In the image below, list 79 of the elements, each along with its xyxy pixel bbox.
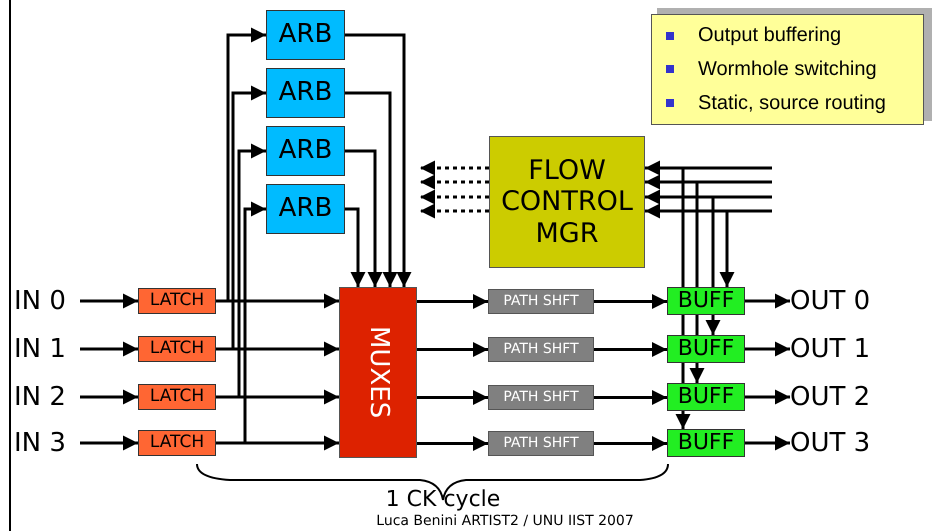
block-label: LATCH [150,291,204,311]
block-label: PATH SHFT [503,435,579,452]
arrow [417,342,488,357]
arrow [80,294,138,308]
path-shift-block [488,385,594,410]
port-label: OUT 3 [790,427,890,459]
timing-label: 1 CK cycle [386,487,500,512]
latch-block [138,384,216,410]
port-label: OUT 1 [790,333,890,365]
port-label: IN 0 [14,285,80,317]
dotted-arrow [420,160,489,176]
path-shift-block [488,289,594,314]
note-panel [651,14,924,125]
dotted-arrow [420,204,489,218]
arrow [345,34,412,287]
buffer-block [667,335,745,363]
list-item-text: Static, source routing [698,92,886,115]
port-label: IN 1 [14,333,80,365]
dotted-arrow [420,190,489,204]
arrow [417,390,488,405]
block-label: PATH SHFT [503,341,579,358]
arrow [594,390,667,405]
arbiter-block [266,10,345,60]
arrow [216,86,266,350]
port-label: IN 2 [14,381,80,413]
port-label: OUT 0 [790,285,890,317]
arrow [745,342,790,356]
block-label: ARB [278,136,332,166]
list-item-text: Output buffering [698,24,842,48]
arrow [745,294,790,308]
arrow [594,342,667,357]
latch-block [138,288,216,314]
arrow [417,294,488,309]
arrow [216,144,266,398]
arrow [417,436,488,451]
arrow [745,390,790,404]
arrow [216,202,266,444]
arrow [745,436,790,450]
path-shift-block [488,431,594,456]
arrow [345,208,366,287]
arbiter-block [266,126,345,176]
block-label: LATCH [150,433,204,453]
block-label: ARB [278,194,332,224]
footer-text: Luca Benini ARTIST2 / UNU IIST 2007 [376,513,634,529]
block-label: ARB [278,78,332,108]
arrow [345,150,382,287]
block-label: BUFF [678,336,734,362]
arrow [720,210,772,287]
path-shift-block [488,337,594,362]
arrow [80,342,138,356]
block-label: BUFF [678,384,734,410]
list-item-text: Wormhole switching [698,58,877,81]
latch-block [138,430,216,456]
buffer-block [667,429,745,457]
block-label: ARB [278,20,332,50]
port-label: OUT 2 [790,381,890,413]
block-label: BUFF [678,288,734,314]
block-label: BUFF [678,430,734,456]
arrow [345,92,398,287]
arrow [80,436,138,450]
block-label: LATCH [150,387,204,407]
arbiter-block [266,68,345,118]
block-label: FLOW CONTROL MGR [500,155,634,249]
buffer-block [667,287,745,315]
block-label: PATH SHFT [503,293,579,310]
flow-control-block [489,136,645,268]
block-label: LATCH [150,339,204,359]
arrow [594,436,667,451]
block-label: PATH SHFT [503,389,579,406]
block-label: MUXES [363,326,393,419]
port-label: IN 3 [14,427,80,459]
arrow [216,28,266,302]
dotted-arrow [420,174,489,190]
buffer-block [667,383,745,411]
arbiter-block [266,184,345,234]
arrow [80,390,138,404]
mux-block [339,287,417,458]
arrow [594,294,667,309]
latch-block [138,336,216,362]
